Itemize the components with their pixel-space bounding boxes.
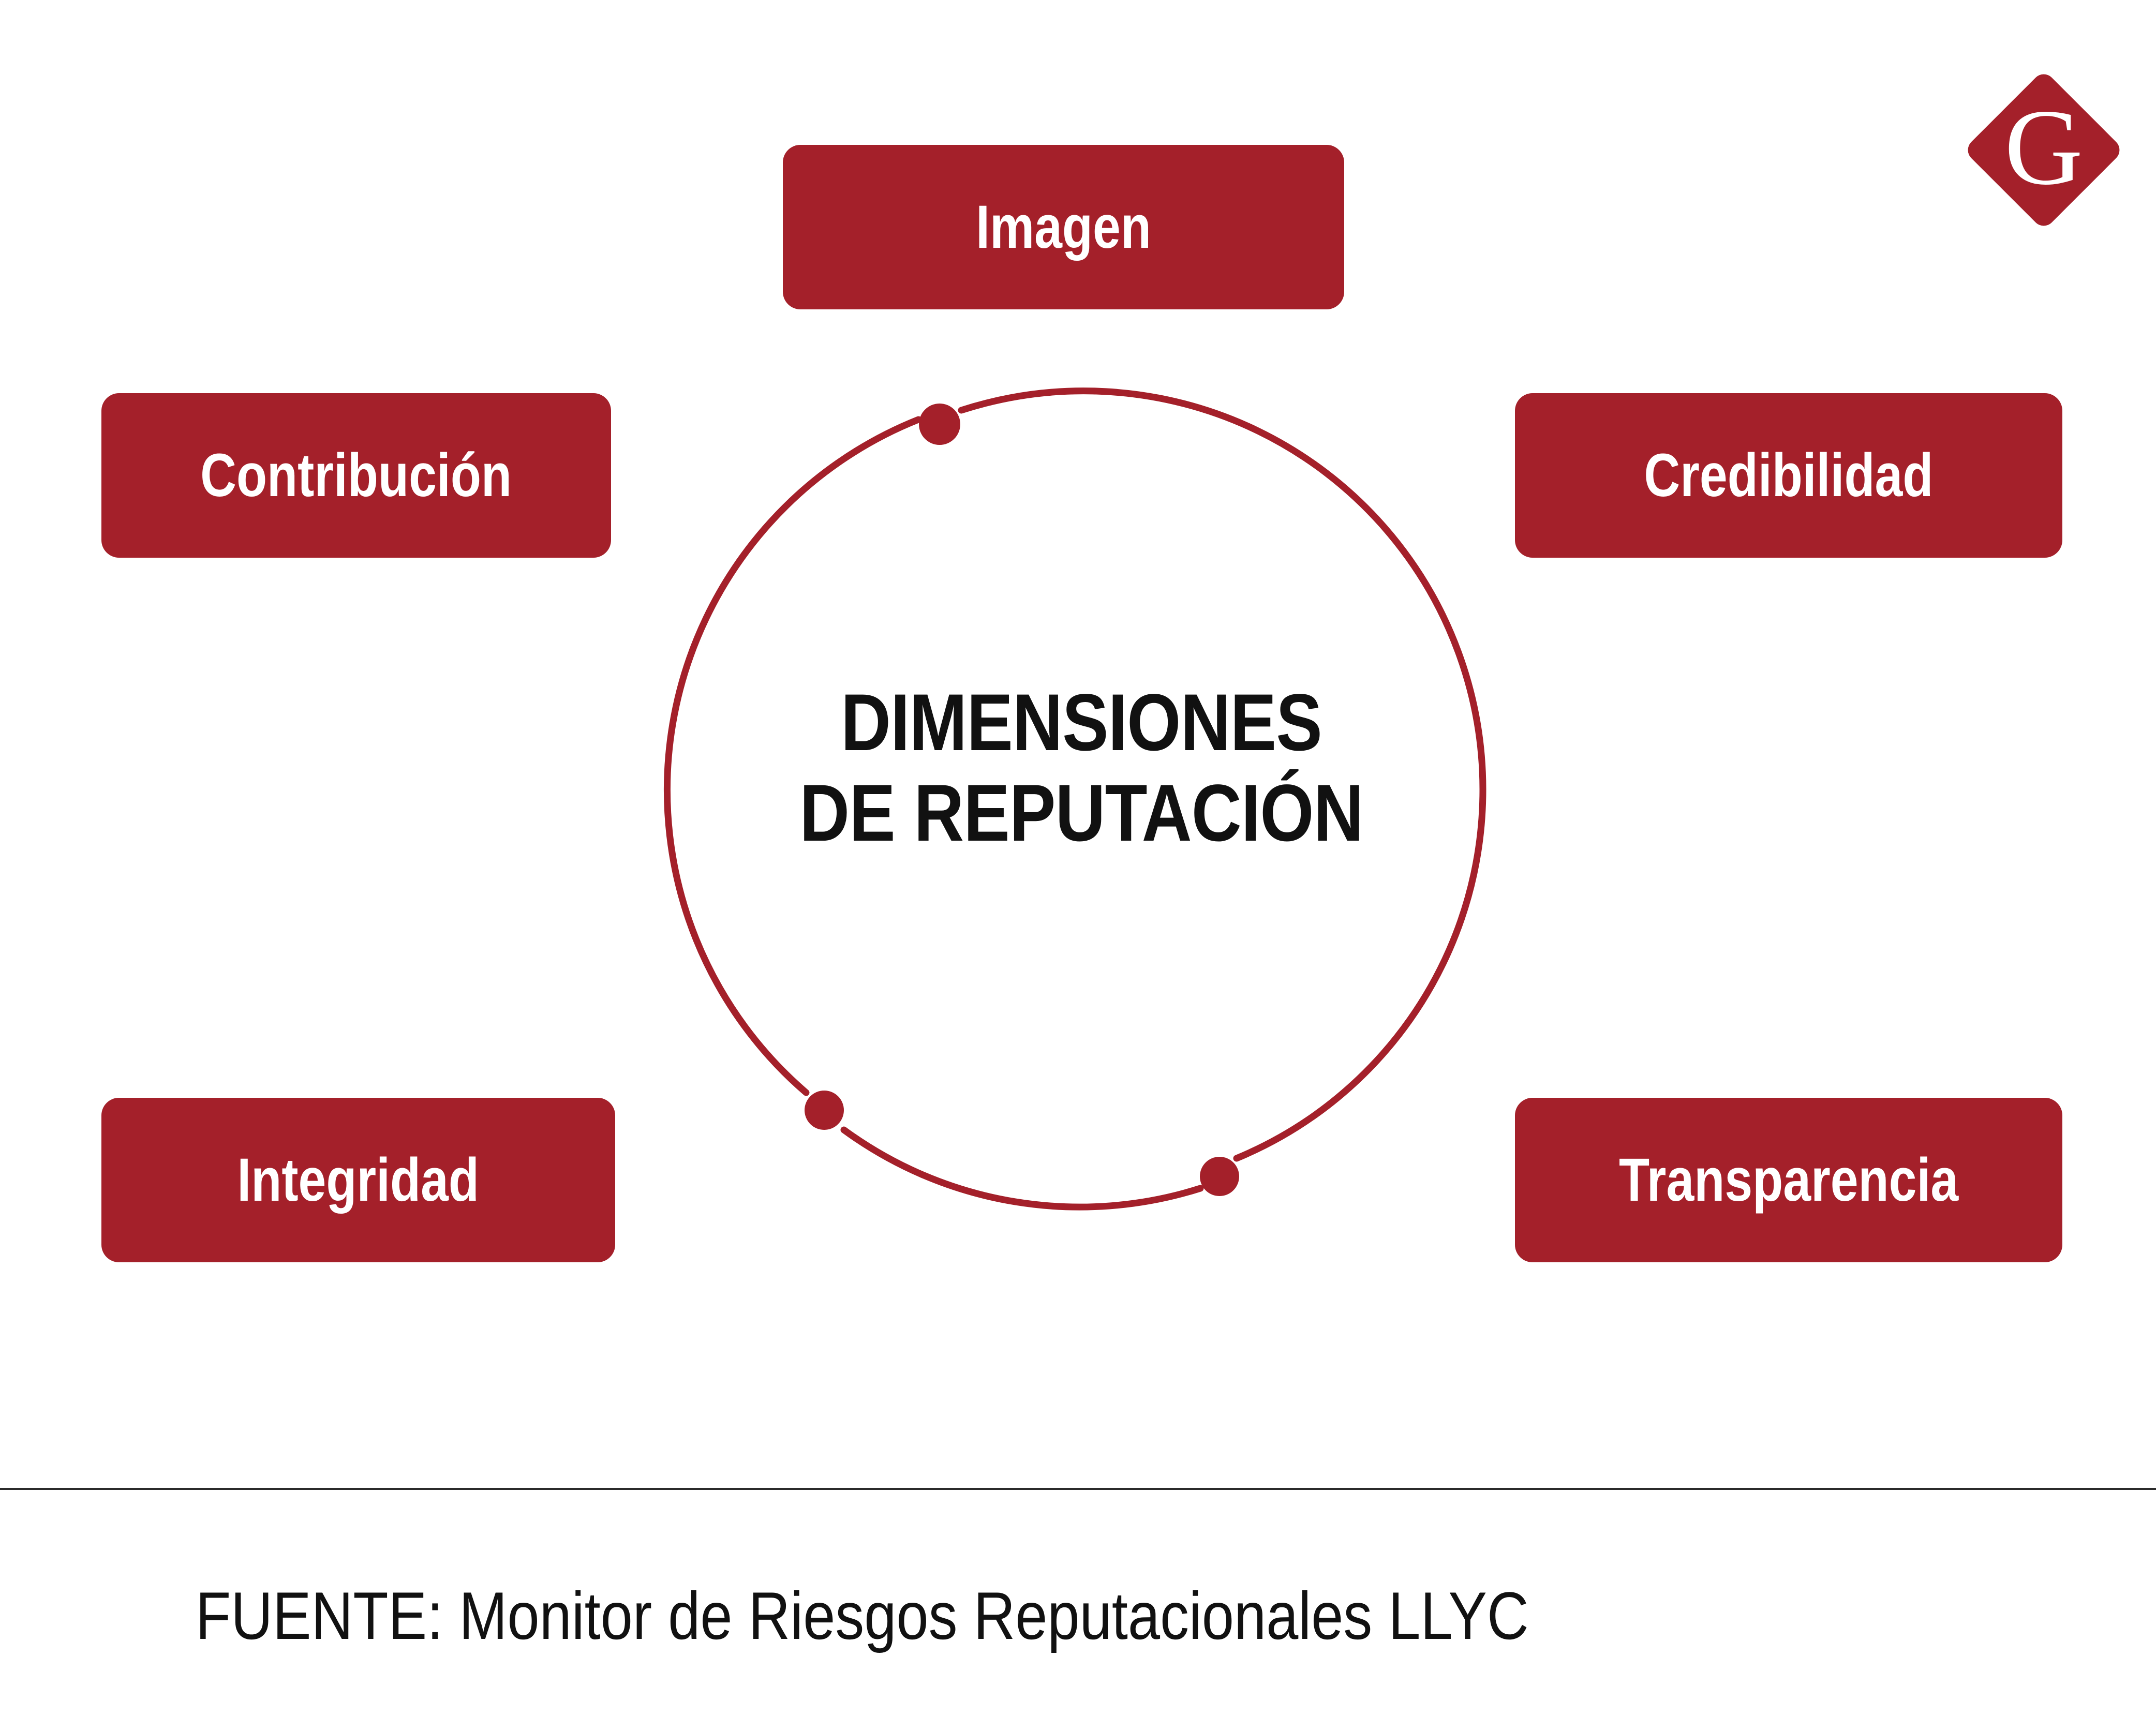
dimension-box-contribucion[interactable]: Contribución bbox=[101, 393, 611, 558]
dimension-label-imagen: Imagen bbox=[976, 193, 1151, 261]
ring-arc-right bbox=[958, 387, 1486, 1162]
center-title-line-2: DE REPUTACIÓN bbox=[799, 768, 1363, 858]
ring-arc-left bbox=[663, 416, 922, 1096]
dimension-box-integridad[interactable]: Integridad bbox=[101, 1098, 615, 1262]
center-title: DIMENSIONES DE REPUTACIÓN bbox=[739, 678, 1424, 858]
logo-letter-g: G bbox=[2004, 87, 2083, 207]
dimension-label-contribucion: Contribución bbox=[200, 441, 512, 510]
dimension-box-transparencia[interactable]: Transparencia bbox=[1515, 1098, 2062, 1262]
ring-node-bottom-right bbox=[1200, 1157, 1239, 1196]
source-caption: FUENTE: Monitor de Riesgos Reputacionale… bbox=[196, 1578, 1529, 1653]
dimension-label-transparencia: Transparencia bbox=[1618, 1146, 1959, 1214]
ring-arc-bottom bbox=[840, 1126, 1204, 1211]
dimension-box-imagen[interactable]: Imagen bbox=[783, 145, 1344, 309]
center-title-line-1: DIMENSIONES bbox=[841, 678, 1322, 768]
dimension-label-integridad: Integridad bbox=[237, 1146, 480, 1214]
dimension-box-credibilidad[interactable]: Credibilidad bbox=[1515, 393, 2062, 558]
brand-logo: G bbox=[1963, 69, 2124, 231]
ring-node-top bbox=[919, 404, 960, 445]
ring-node-bottom-left bbox=[805, 1091, 844, 1130]
dimension-label-credibilidad: Credibilidad bbox=[1644, 441, 1934, 510]
footer-divider bbox=[0, 1488, 2156, 1490]
